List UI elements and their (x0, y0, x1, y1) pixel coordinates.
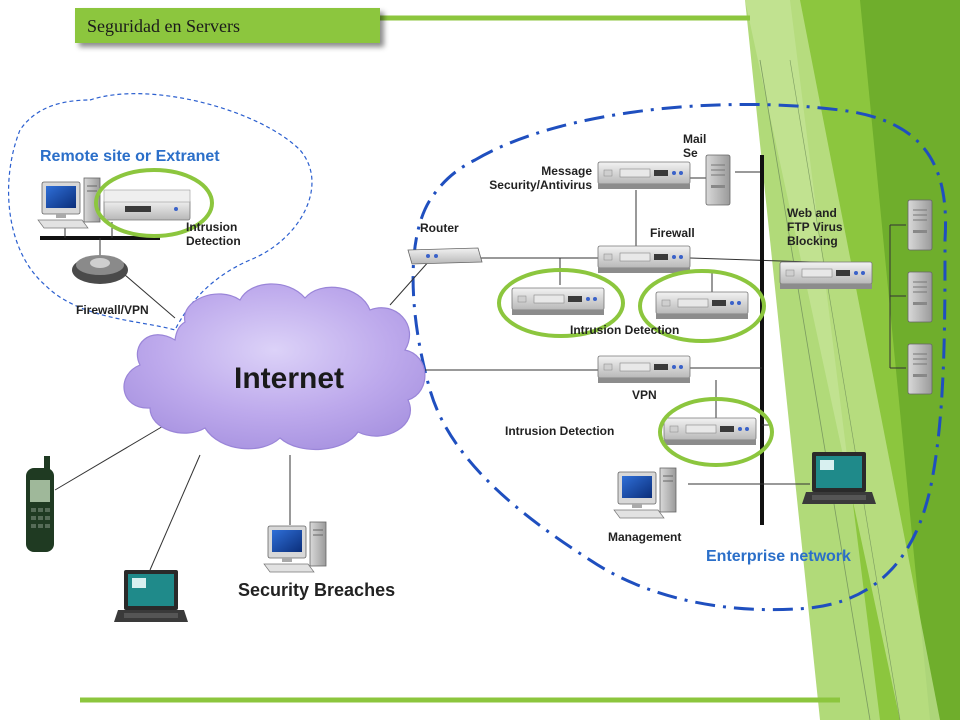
intrusion-remote-label-line1: Intrusion (186, 220, 238, 234)
web-ftp-label-line1: Web and (787, 206, 837, 220)
breach-desktop-icon (263, 521, 327, 573)
server-tower-1-icon (907, 199, 933, 251)
highlight-rings (94, 168, 774, 467)
message-security-appliance-icon (597, 161, 691, 190)
intrusion-remote-label-line2: Detection (186, 234, 241, 248)
management-desktop-icon (613, 467, 677, 519)
firewall-label: Firewall (650, 226, 695, 240)
intrusion-low-label: Intrusion Detection (505, 424, 615, 438)
router-icon (407, 247, 483, 265)
management-label: Management (608, 530, 682, 544)
security-breaches-label: Security Breaches (238, 580, 396, 600)
enterprise-laptop-icon (802, 452, 876, 504)
mail-server-label: Mail Se (683, 132, 706, 160)
intrusion-detection-appliance-1-icon (511, 287, 605, 316)
router-label: Router (420, 221, 459, 235)
remote-desktop-icon (37, 177, 101, 229)
background-decoration (80, 0, 960, 720)
server-tower-3-icon (907, 343, 933, 395)
vpn-appliance-icon (597, 355, 691, 384)
title-banner: Seguridad en Servers (75, 8, 380, 43)
web-ftp-label-line3: Blocking (787, 234, 838, 248)
mail-server-label-line2: Se (683, 146, 698, 160)
internet-cloud (123, 283, 426, 451)
modem-icon (72, 255, 128, 284)
message-security-label: Message Security/Antivirus (458, 164, 592, 192)
vpn-label: VPN (632, 388, 657, 402)
page-title: Seguridad en Servers (87, 16, 240, 36)
message-security-label-line1: Message (541, 164, 592, 178)
remote-zone-label: Remote site or Extranet (40, 148, 220, 165)
mobile-phone-icon (26, 456, 54, 552)
web-ftp-blocking-appliance-icon (779, 261, 873, 290)
intrusion-remote-label: Intrusion Detection (186, 220, 241, 248)
internet-laptop-icon (114, 570, 188, 622)
intrusion-detection-appliance-3-icon (663, 417, 757, 446)
internet-label: Internet (234, 362, 345, 395)
mail-server-icon (705, 154, 731, 206)
server-tower-2-icon (907, 271, 933, 323)
intrusion-detection-appliance-2-icon (655, 291, 749, 320)
remote-intrusion-appliance-icon (103, 189, 191, 221)
firewall-vpn-label: Firewall/VPN (76, 303, 149, 317)
firewall-appliance-icon (597, 245, 691, 274)
message-security-label-line2: Security/Antivirus (489, 178, 592, 192)
remote-zone-boundary (7, 93, 313, 331)
web-ftp-label-line2: FTP Virus (787, 220, 843, 234)
web-ftp-label: Web and FTP Virus Blocking (787, 206, 843, 248)
enterprise-zone-boundary (411, 102, 948, 612)
mail-server-label-line1: Mail (683, 132, 707, 146)
intrusion-mid-label: Intrusion Detection (570, 323, 680, 337)
enterprise-zone-label: Enterprise network (706, 548, 851, 565)
